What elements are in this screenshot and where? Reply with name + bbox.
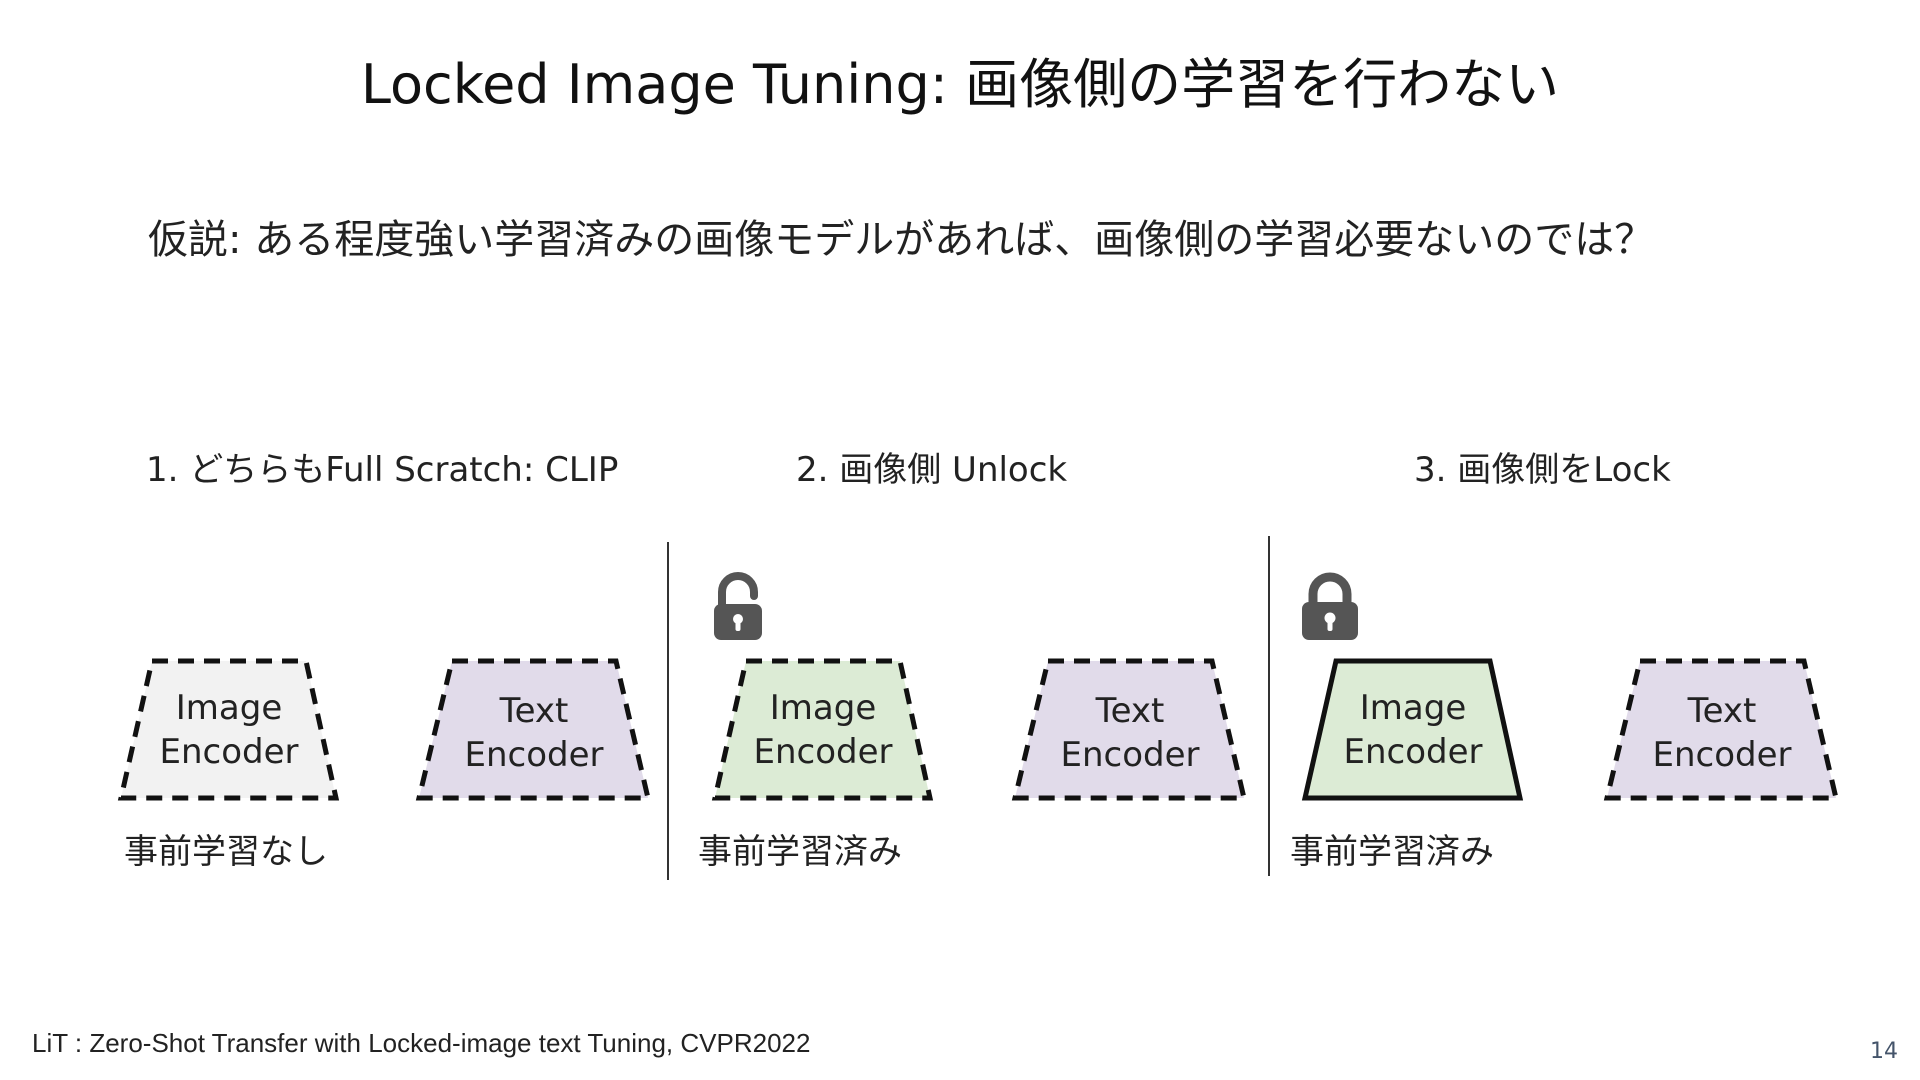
image-encoder-shape-locked — [1301, 658, 1524, 801]
encoder-line-image: Image — [175, 688, 283, 728]
caption-scratch: 事前学習なし — [124, 832, 328, 872]
reference-citation: LiT : Zero-Shot Transfer with Locked-ima… — [32, 1028, 811, 1058]
encoder-line-image: Image — [769, 688, 877, 728]
encoder-line-encoder: Encoder — [464, 735, 604, 775]
image-encoder-shape-scratch — [117, 658, 340, 801]
image-encoder-label-locked: Image Encoder — [1302, 686, 1524, 774]
encoder-line-encoder: Encoder — [159, 732, 299, 772]
text-encoder-shape-unlock — [1011, 658, 1248, 801]
column-divider — [1268, 536, 1270, 876]
image-encoder-label-scratch: Image Encoder — [118, 686, 340, 774]
text-encoder-label-unlock: Text Encoder — [1012, 689, 1248, 777]
text-encoder-shape-scratch — [415, 658, 652, 801]
column-heading-unlock: 2. 画像側 Unlock — [796, 450, 1068, 490]
encoder-line-encoder: Encoder — [1343, 732, 1483, 772]
encoder-line-encoder: Encoder — [1060, 735, 1200, 775]
column-heading-lock: 3. 画像側をLock — [1414, 450, 1671, 490]
encoder-line-encoder: Encoder — [753, 732, 893, 772]
text-encoder-label-scratch: Text Encoder — [416, 689, 652, 777]
image-encoder-shape-unlock — [711, 658, 934, 801]
encoder-line-text: Text — [1095, 691, 1165, 731]
slide-title: Locked Image Tuning: 画像側の学習を行わない — [360, 53, 1560, 116]
image-encoder-label-unlock: Image Encoder — [712, 686, 934, 774]
text-encoder-shape-locked — [1603, 658, 1840, 801]
column-divider — [667, 542, 669, 880]
column-heading-scratch: 1. どちらもFull Scratch: CLIP — [146, 450, 619, 490]
page-number: 14 — [1870, 1039, 1898, 1064]
caption-unlock: 事前学習済み — [698, 832, 902, 872]
encoder-line-text: Text — [1687, 691, 1757, 731]
encoder-line-encoder: Encoder — [1652, 735, 1792, 775]
encoder-line-image: Image — [1359, 688, 1467, 728]
encoder-line-text: Text — [499, 691, 569, 731]
caption-locked: 事前学習済み — [1290, 832, 1494, 872]
hypothesis-text: 仮説: ある程度強い学習済みの画像モデルがあれば、画像側の学習必要ないのでは？ — [148, 217, 1655, 263]
text-encoder-label-locked: Text Encoder — [1604, 689, 1840, 777]
unlocked-padlock-icon — [714, 572, 762, 640]
locked-padlock-icon — [1302, 572, 1358, 640]
